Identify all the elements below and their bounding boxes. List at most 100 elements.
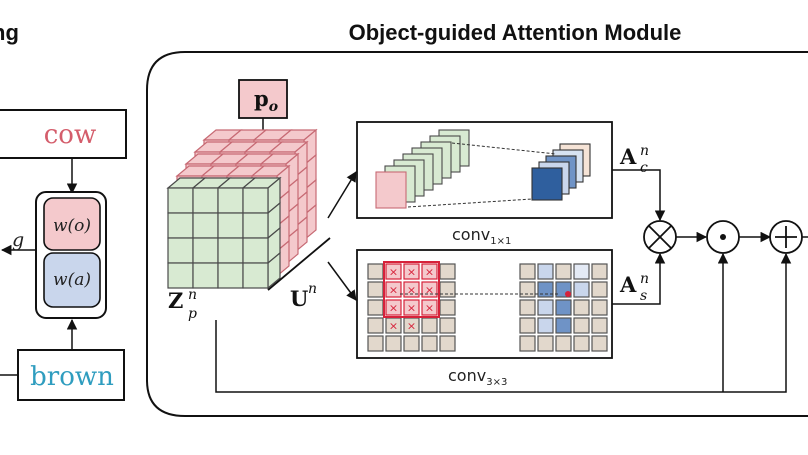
po-box [238, 79, 288, 119]
zpn-main: Z [168, 288, 183, 313]
conv3x3-x-mark: × [389, 284, 398, 297]
conv3x3-output-cell [519, 299, 536, 316]
conv3x3-output-cell [591, 263, 608, 280]
conv3x3-input-cell [439, 299, 456, 316]
skip-connection [215, 252, 792, 393]
conv3x3-x-mark: × [425, 266, 434, 279]
conv1x1-output-stack [531, 143, 591, 201]
w-object-box [43, 197, 101, 251]
conv3x3-output-cell [591, 317, 608, 334]
conv3x3-input-cell [403, 335, 420, 352]
word-brown: brown [30, 362, 114, 392]
arrow-to-conv1x1 [327, 171, 357, 219]
acn-main: A [619, 144, 637, 169]
conv3x3-x-mark: × [389, 266, 398, 279]
conv3x3-x-mark: × [407, 284, 416, 297]
conv3x3-sub: 3×3 [486, 377, 507, 388]
conv1x1-input-slice [375, 171, 407, 209]
hadamard-op [706, 220, 740, 254]
conv3x3-label: conv3×3 [448, 366, 507, 388]
un-bracket [267, 237, 331, 291]
conv3x3-input-cell [439, 317, 456, 334]
word-cow: cow [44, 120, 96, 150]
conv3x3-input-cell [439, 263, 456, 280]
cube-front-cell [192, 212, 219, 239]
conv3x3-input-cell [439, 335, 456, 352]
conv3x3-input-cell [367, 335, 384, 352]
conv3x3-input-cell [421, 299, 438, 316]
cube-front-cell [217, 187, 244, 214]
asn-main: A [619, 272, 637, 297]
zpn-label: Z [168, 288, 183, 313]
cube-front-cell [242, 237, 269, 264]
conv1x1-dotted-top [451, 142, 557, 155]
conv1x1-sub: 1×1 [490, 236, 511, 247]
conv3x3-input-cell [385, 281, 402, 298]
asn-label: A [619, 272, 637, 297]
arrow-to-conv3x3 [327, 261, 357, 301]
conv3x3-output-cell [519, 263, 536, 280]
po-main: p [254, 86, 269, 111]
conv3x3-input-cell [421, 263, 438, 280]
un-label: U [290, 286, 308, 311]
add-op [769, 220, 803, 254]
conv3x3-input-cell [403, 263, 420, 280]
cube-front-cell [242, 187, 269, 214]
conv3x3-x-mark: × [389, 302, 398, 315]
conv3x3-input-cell [367, 317, 384, 334]
conv3x3-output-cell [573, 299, 590, 316]
w-object-label: w(o) [53, 216, 91, 236]
conv1x1-input-stack [375, 129, 470, 209]
acn-sup: n [640, 143, 649, 159]
conv3x3-output-cell [555, 317, 572, 334]
conv1x1-to-mul [612, 169, 666, 222]
g-label: g [12, 229, 24, 251]
w-attribute-label: w(a) [53, 270, 91, 290]
conv3x3-output-cell [573, 281, 590, 298]
word-box-cow [0, 109, 127, 159]
conv3x3-input-cell [421, 335, 438, 352]
un-main: U [290, 286, 308, 311]
cube-front-cell [192, 262, 219, 289]
conv3x3-output-cell [591, 299, 608, 316]
cube-front-cell [217, 237, 244, 264]
conv3x3-input-cell [403, 281, 420, 298]
conv1x1-output-slice [531, 167, 563, 201]
conv3x3-input-cell [421, 281, 438, 298]
left-title-fragment: ng [0, 20, 19, 45]
feature-cube-stack [166, 128, 318, 290]
zpn-sup: n [188, 287, 197, 303]
conv1x1-label: conv1×1 [452, 225, 511, 247]
conv3x3-output-cell [537, 299, 554, 316]
cube-front-cell [217, 262, 244, 289]
word-box-brown [17, 349, 125, 401]
zpn-sub: p [188, 306, 197, 322]
conv3x3-output-cell [519, 335, 536, 352]
conv3x3-output-cell [591, 281, 608, 298]
conv3x3-output-cell [537, 263, 554, 280]
conv3x3-input-cell [385, 335, 402, 352]
conv3x3-input-cell [385, 263, 402, 280]
conv3x3-output-cell [519, 317, 536, 334]
conv3x3-to-mul [612, 252, 666, 305]
conv3x3-input-cell [403, 299, 420, 316]
acn-sub: c [640, 160, 648, 176]
cube-front-cell [167, 212, 194, 239]
po-sub: o [269, 99, 278, 115]
conv3x3-x-mark: × [407, 302, 416, 315]
cube-front-cell [242, 212, 269, 239]
module-frame [146, 51, 808, 417]
asn-sup: n [640, 271, 649, 287]
conv3x3-output-cell [555, 299, 572, 316]
conv3x3-output-cell [573, 335, 590, 352]
conv3x3-output-cell [537, 335, 554, 352]
conv3x3-output-cell [591, 335, 608, 352]
conv3x3-input-cell [367, 299, 384, 316]
conv1x1-dotted-bottom [407, 198, 533, 208]
multiply-op [643, 220, 677, 254]
module-title: Object-guided Attention Module [349, 20, 682, 45]
conv3x3-input-cell [421, 317, 438, 334]
conv3x3-input-cell [385, 299, 402, 316]
cube-front-cell [217, 212, 244, 239]
